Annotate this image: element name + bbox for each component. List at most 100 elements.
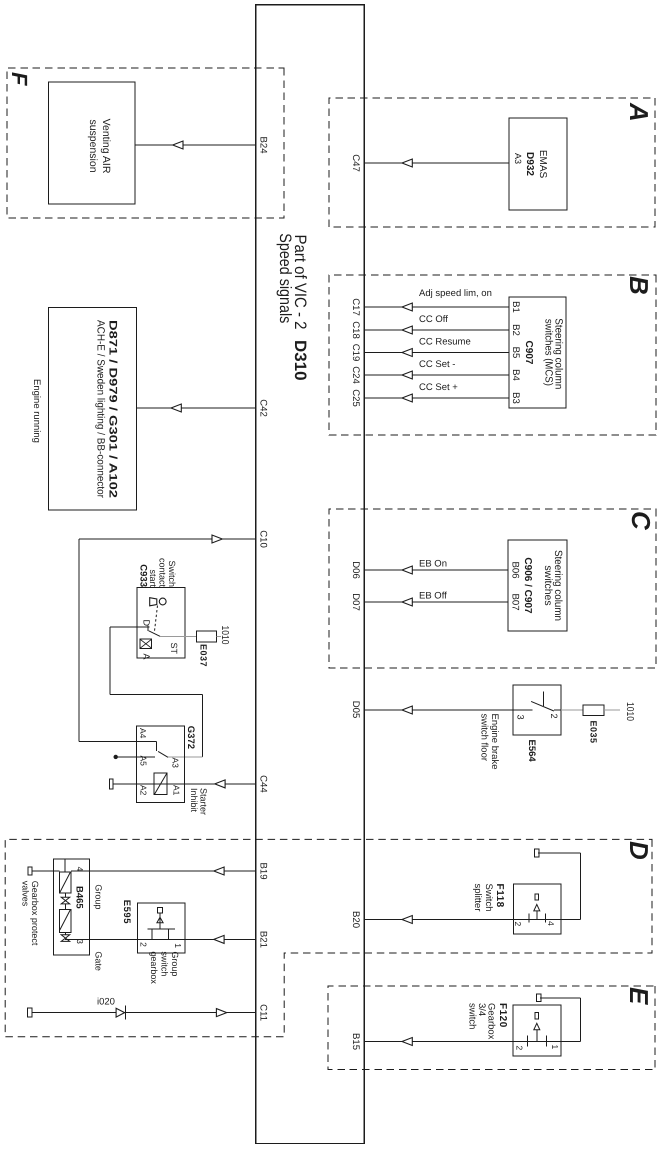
svg-text:Steering column: Steering column — [552, 550, 564, 621]
svg-text:3: 3 — [516, 715, 526, 720]
svg-text:C10: C10 — [258, 530, 269, 548]
svg-text:E037: E037 — [199, 644, 209, 667]
svg-text:1: 1 — [173, 943, 183, 948]
svg-text:C19: C19 — [350, 344, 361, 362]
svg-text:A2: A2 — [139, 785, 149, 796]
svg-text:B1: B1 — [510, 301, 521, 313]
svg-text:B20: B20 — [350, 911, 361, 928]
svg-text:1010: 1010 — [624, 702, 635, 721]
svg-text:2: 2 — [139, 942, 149, 947]
svg-text:CC Off: CC Off — [419, 314, 448, 325]
svg-text:start: start — [148, 569, 158, 587]
svg-text:switches: switches — [542, 565, 554, 605]
svg-text:A: A — [624, 102, 654, 122]
svg-text:CC Resume: CC Resume — [419, 337, 471, 348]
svg-text:contact: contact — [158, 558, 168, 588]
svg-text:switch: switch — [160, 951, 170, 976]
svg-text:A3: A3 — [171, 758, 181, 769]
svg-text:E595: E595 — [121, 900, 132, 924]
svg-text:EB Off: EB Off — [419, 591, 447, 602]
svg-text:Starter: Starter — [199, 788, 209, 815]
svg-text:E: E — [624, 987, 654, 1005]
svg-text:Gearbox protect: Gearbox protect — [30, 881, 40, 946]
svg-text:E564: E564 — [526, 740, 537, 763]
svg-text:CC Set -: CC Set - — [419, 359, 455, 370]
svg-text:D06: D06 — [350, 561, 361, 579]
svg-text:i020: i020 — [97, 997, 115, 1008]
svg-text:1010: 1010 — [219, 626, 230, 645]
svg-text:switch: switch — [467, 1003, 478, 1029]
svg-text:F120: F120 — [497, 1003, 508, 1028]
svg-text:splitter: splitter — [472, 884, 483, 912]
svg-text:B07: B07 — [510, 593, 521, 610]
svg-text:Gearbox: Gearbox — [486, 1003, 497, 1040]
svg-text:C18: C18 — [350, 321, 361, 339]
svg-text:B24: B24 — [258, 136, 269, 154]
svg-text:D310: D310 — [291, 340, 309, 381]
svg-text:Speed signals: Speed signals — [276, 233, 294, 323]
svg-text:4: 4 — [546, 921, 556, 926]
svg-text:Venting AIR: Venting AIR — [100, 119, 112, 174]
svg-text:2: 2 — [515, 1046, 525, 1051]
svg-text:C25: C25 — [350, 389, 361, 407]
svg-text:B4: B4 — [510, 369, 521, 381]
svg-text:EMAS: EMAS — [537, 150, 548, 179]
svg-text:A: A — [142, 654, 152, 660]
svg-text:3/4: 3/4 — [476, 1003, 487, 1016]
svg-text:Adj speed lim, on: Adj speed lim, on — [419, 288, 492, 299]
svg-text:C906 / C907: C906 / C907 — [522, 557, 533, 614]
svg-text:D: D — [142, 620, 152, 627]
svg-text:B19: B19 — [258, 862, 269, 879]
svg-text:ACH-E / Sweden lighting / BB-c: ACH-E / Sweden lighting / BB-connector — [95, 320, 107, 498]
svg-text:E035: E035 — [589, 721, 599, 744]
svg-text:3: 3 — [75, 939, 85, 944]
svg-text:A5: A5 — [139, 756, 149, 767]
svg-text:gearbox: gearbox — [149, 951, 159, 984]
svg-text:D07: D07 — [350, 593, 361, 611]
svg-text:C17: C17 — [350, 298, 361, 316]
svg-text:C907: C907 — [523, 341, 534, 365]
svg-text:D932: D932 — [524, 152, 535, 176]
svg-text:B465: B465 — [74, 886, 85, 909]
svg-text:CC Set +: CC Set + — [419, 382, 458, 393]
svg-text:Group: Group — [170, 951, 180, 976]
svg-text:Engine running: Engine running — [31, 379, 42, 443]
svg-text:ST: ST — [169, 643, 179, 655]
svg-text:valves: valves — [21, 881, 31, 907]
svg-text:EB On: EB On — [419, 559, 447, 570]
svg-text:B5: B5 — [510, 347, 521, 359]
svg-text:C44: C44 — [258, 775, 269, 793]
svg-text:suspension: suspension — [87, 119, 99, 172]
svg-text:switch floor: switch floor — [479, 714, 490, 762]
svg-text:Gate: Gate — [94, 951, 104, 971]
svg-text:A4: A4 — [138, 728, 148, 739]
svg-text:2: 2 — [549, 714, 559, 719]
svg-text:B21: B21 — [258, 931, 269, 948]
svg-text:D871 / D979 / G301 / A102: D871 / D979 / G301 / A102 — [107, 320, 119, 498]
svg-text:C47: C47 — [350, 154, 361, 172]
svg-text:D05: D05 — [350, 701, 361, 719]
svg-text:B2: B2 — [510, 324, 521, 336]
svg-text:C24: C24 — [350, 366, 361, 384]
svg-text:B06: B06 — [510, 561, 521, 578]
svg-text:B15: B15 — [350, 1033, 361, 1050]
svg-text:Engine brake: Engine brake — [489, 714, 500, 770]
svg-text:G372: G372 — [185, 726, 196, 749]
svg-text:Group: Group — [94, 884, 104, 909]
svg-text:Inhibit: Inhibit — [189, 788, 199, 813]
svg-text:4: 4 — [75, 867, 85, 872]
svg-text:C: C — [626, 511, 656, 531]
svg-text:C11: C11 — [258, 1004, 269, 1021]
svg-text:1: 1 — [550, 1045, 560, 1050]
svg-text:F: F — [7, 72, 32, 86]
svg-text:B3: B3 — [510, 392, 521, 404]
svg-text:F118: F118 — [494, 884, 505, 908]
svg-text:B: B — [624, 276, 654, 295]
svg-text:Part of VIC - 2: Part of VIC - 2 — [291, 235, 309, 330]
svg-text:D: D — [624, 841, 654, 860]
svg-text:A3: A3 — [513, 153, 523, 164]
svg-text:Steering column: Steering column — [552, 318, 564, 389]
svg-text:switches (MCS): switches (MCS) — [542, 319, 554, 386]
svg-text:A1: A1 — [172, 785, 182, 796]
svg-text:C42: C42 — [258, 399, 269, 417]
